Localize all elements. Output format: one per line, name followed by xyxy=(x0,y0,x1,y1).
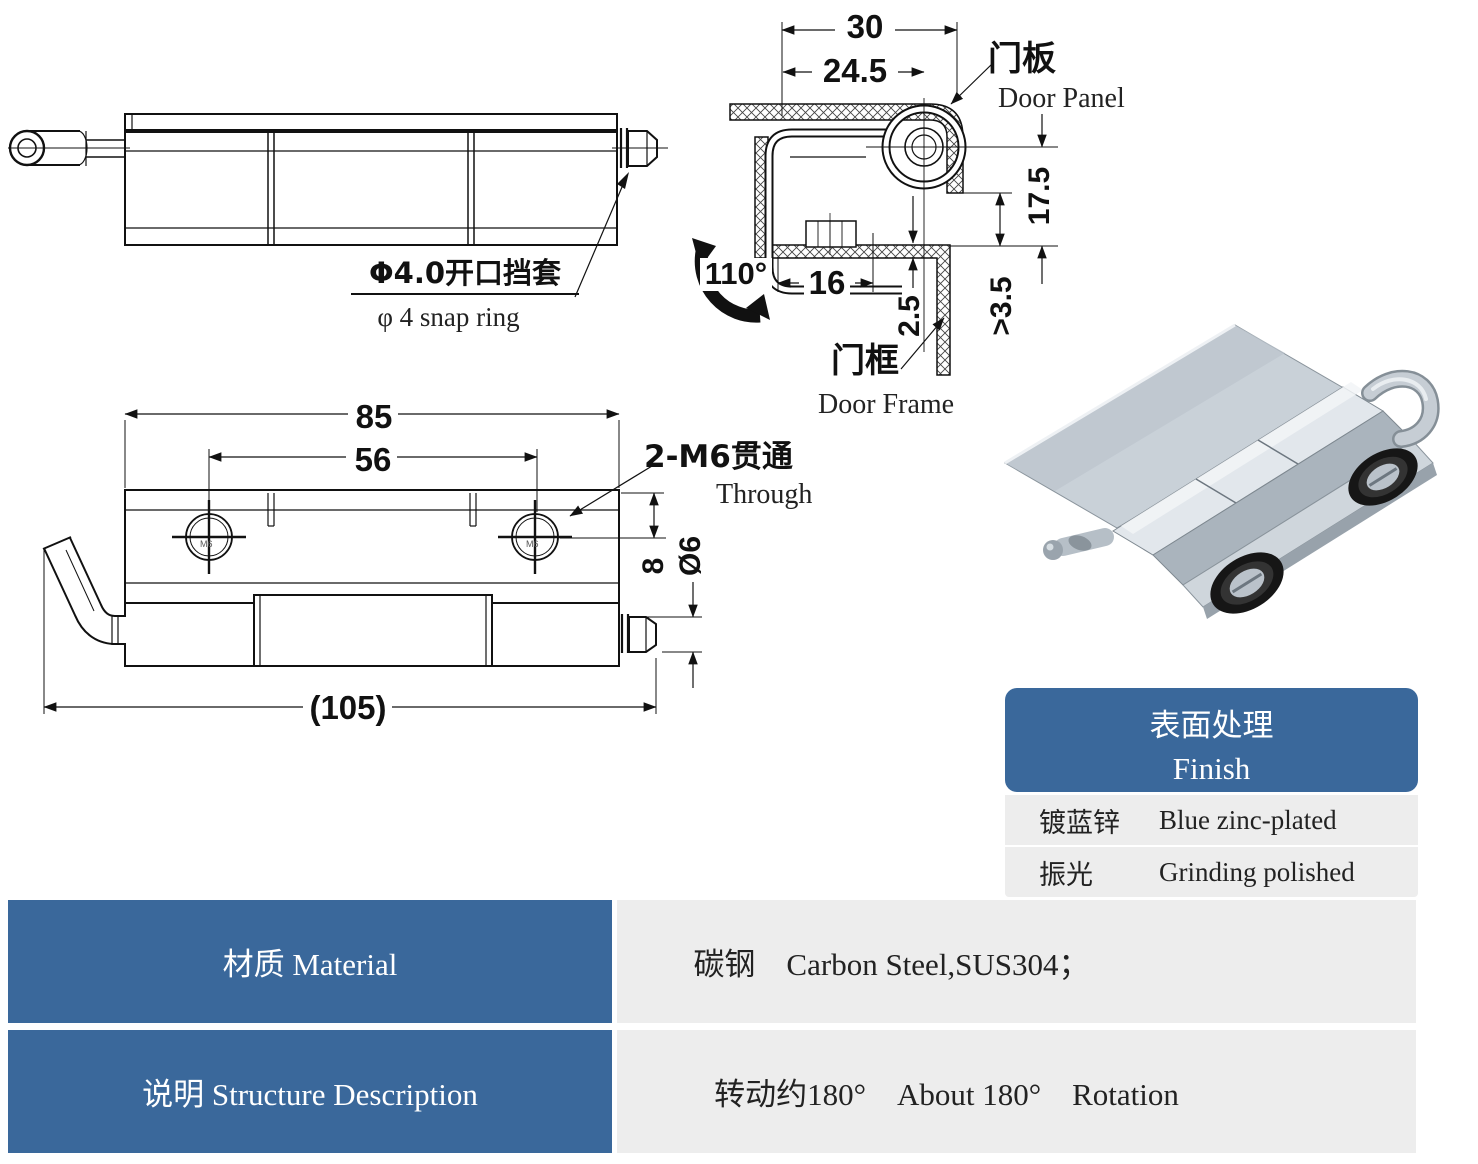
dim-30: 30 xyxy=(835,9,895,45)
dim-24-5: 24.5 xyxy=(812,53,898,89)
plan-view-drawing xyxy=(42,409,702,714)
dim-85: 85 xyxy=(350,399,398,435)
finish-table-header: 表面处理 Finish xyxy=(1005,688,1418,792)
finish-row-polish-cn: 振光 xyxy=(1039,859,1093,891)
hole-thread-label-right: M6 xyxy=(526,539,539,549)
door-panel-label-en: Door Panel xyxy=(998,83,1125,114)
finish-header-cn: 表面处理 xyxy=(1149,708,1274,744)
thread-label-cn: 2-M6贯通 xyxy=(644,439,793,475)
cross-section-drawing xyxy=(692,22,1058,376)
product-photo xyxy=(1004,323,1440,619)
dim-gt-3-5: >3.5 xyxy=(985,276,1018,336)
spec-material-value: 碳钢 Carbon Steel,SUS304； xyxy=(617,900,1416,1023)
finish-row-polish: 振光 Grinding polished xyxy=(1005,845,1418,897)
spec-description-label: 说明 Structure Description xyxy=(8,1030,612,1153)
finish-row-zinc: 镀蓝锌 Blue zinc-plated xyxy=(1005,795,1418,845)
spec-material-label: 材质 Material xyxy=(8,900,612,1023)
finish-row-zinc-en: Blue zinc-plated xyxy=(1159,804,1337,835)
finish-table: 表面处理 Finish 镀蓝锌 Blue zinc-plated 振光 Grin… xyxy=(1005,688,1418,897)
dim-105: (105) xyxy=(306,690,390,726)
door-frame-label-en: Door Frame xyxy=(818,389,955,420)
rotation-angle-label: 110° xyxy=(700,257,772,291)
side-view-drawing xyxy=(8,113,668,298)
spec-description-value: 转动约180° About 180° Rotation xyxy=(617,1030,1416,1153)
dim-pin-diameter: Ø6 xyxy=(674,535,707,577)
thread-label-en: Through xyxy=(716,479,813,510)
dim-17-5: 17.5 xyxy=(1023,166,1056,226)
hinge-photo-rendering xyxy=(1004,323,1440,619)
dim-16: 16 xyxy=(804,265,850,301)
finish-table-body: 镀蓝锌 Blue zinc-plated 振光 Grinding polishe… xyxy=(1005,795,1418,897)
dim-8: 8 xyxy=(637,557,670,575)
dim-2-5: 2.5 xyxy=(893,295,926,337)
finish-row-polish-en: Grinding polished xyxy=(1159,856,1355,887)
door-frame-label-cn: 门框 xyxy=(831,341,899,381)
door-panel-label-cn: 门板 xyxy=(988,39,1056,79)
snap-ring-label-cn: Φ4.0开口挡套 xyxy=(351,258,579,296)
finish-header-en: Finish xyxy=(1172,751,1251,786)
snap-ring-label-en: φ 4 snap ring xyxy=(377,302,520,332)
hole-thread-label-left: M6 xyxy=(200,539,213,549)
dim-56: 56 xyxy=(349,442,397,478)
finish-row-zinc-cn: 镀蓝锌 xyxy=(1039,807,1120,839)
